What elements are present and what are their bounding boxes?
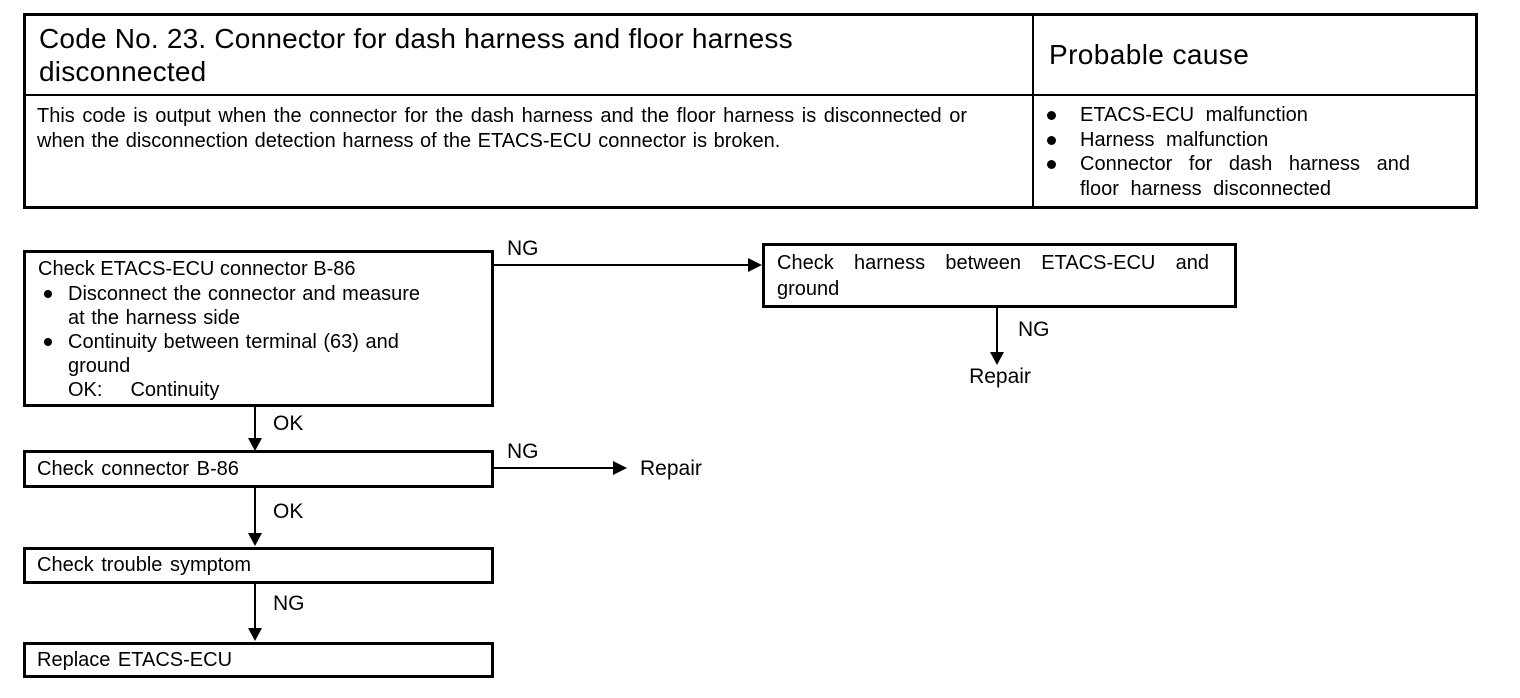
probable-cause-list-cell: ETACS-ECU malfunction Harness malfunctio… [1034,96,1475,206]
arrowhead-down-icon [248,628,262,641]
edge-label-ng: NG [507,440,539,463]
flow-bullet-item: Continuity between terminal (63) and gro… [36,330,485,378]
flow-box-replace-ecu: Replace ETACS-ECU [23,642,494,678]
bullet-icon [44,338,52,346]
cause-text: Connector for dash harness and floor har… [1080,153,1410,200]
flow-box-check-trouble-symptom: Check trouble symptom [23,547,494,584]
edge-line-symptom-to-replace [254,584,256,629]
flow-bullet-text: Continuity between terminal (63) and gro… [68,331,399,377]
edge-line-etacs-to-connector [254,407,256,440]
bullet-icon [1047,160,1056,169]
arrowhead-down-icon [248,438,262,451]
cause-item: Connector for dash harness and floor har… [1047,152,1475,201]
cause-text: ETACS-ECU malfunction [1080,104,1308,126]
probable-cause-list: ETACS-ECU malfunction Harness malfunctio… [1034,96,1475,201]
flow-ok-condition: OK: Continuity [68,378,485,402]
cause-text: Harness malfunction [1080,128,1269,151]
edge-line-etacs-to-harness [494,264,750,266]
cause-item: Harness malfunction [1047,128,1475,153]
edge-line-connector-to-repair [494,467,614,469]
bullet-icon [1047,111,1056,120]
probable-cause-header-cell: Probable cause [1034,16,1475,96]
arrowhead-right-icon [748,258,762,272]
probable-cause-header: Probable cause [1049,39,1250,70]
edge-label-ng: NG [273,592,305,615]
code-title-cell: Code No. 23. Connector for dash harness … [26,16,1034,96]
flow-box-title: Check ETACS-ECU connector B-86 [38,258,356,280]
code-description: This code is output when the connector f… [37,105,967,152]
repair-terminal: Repair [969,365,1031,388]
flow-box-text: Check trouble symptom [37,554,252,576]
cause-item: ETACS-ECU malfunction [1047,103,1475,128]
bullet-icon [44,290,52,298]
edge-line-connector-to-symptom [254,488,256,535]
arrowhead-down-icon [248,533,262,546]
flow-box-check-etacs-connector: Check ETACS-ECU connector B-86 Disconnec… [23,250,494,407]
ok-condition-label: OK: [68,379,103,401]
edge-label-ng: NG [1018,318,1050,341]
flow-box-text: Replace ETACS-ECU [37,648,233,671]
bullet-icon [1047,135,1056,145]
edge-label-ok: OK [273,412,304,435]
edge-label-ng: NG [507,237,539,260]
arrowhead-right-icon [613,461,627,475]
edge-label-ok: OK [273,500,304,523]
flow-box-check-connector: Check connector B-86 [23,450,494,488]
code-description-cell: This code is output when the connector f… [26,96,1034,206]
arrowhead-down-icon [990,352,1004,365]
edge-line-harness-to-repair [996,308,998,354]
flow-bullet-text: Disconnect the connector and measure at … [68,283,420,329]
ok-condition-value: Continuity [130,379,220,401]
repair-terminal: Repair [640,457,702,480]
code-info-table: Code No. 23. Connector for dash harness … [23,13,1478,209]
flow-bullet-item: Disconnect the connector and measure at … [36,282,485,330]
flow-box-check-harness: Check harness between ETACS-ECU and grou… [762,243,1237,308]
code-title: Code No. 23. Connector for dash harness … [39,23,793,87]
flow-box-text: Check harness between ETACS-ECU and grou… [777,252,1209,300]
flow-box-text: Check connector B-86 [37,457,239,480]
